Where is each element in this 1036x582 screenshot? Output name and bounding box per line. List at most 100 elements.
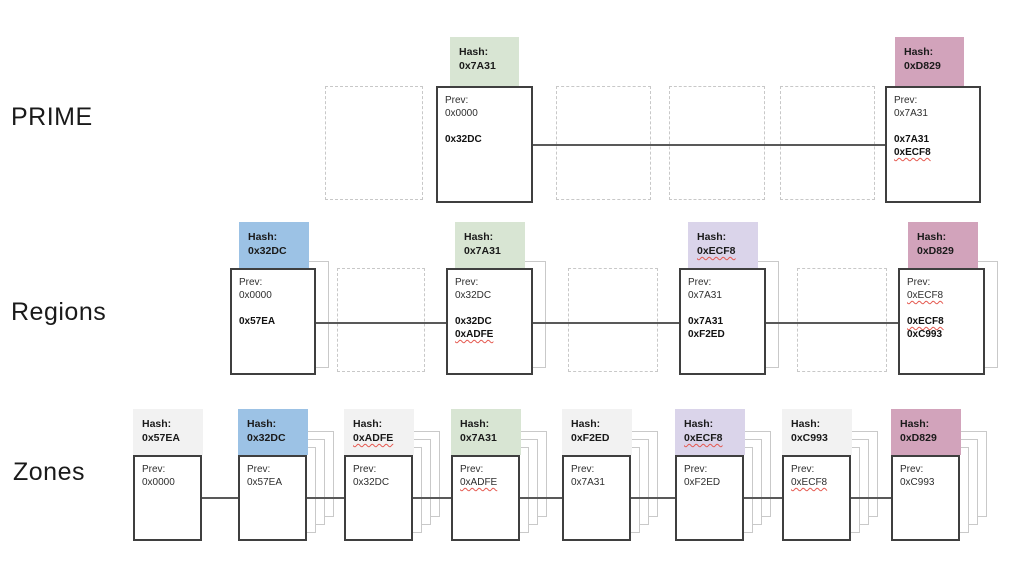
prev-value: 0x57EA xyxy=(247,477,283,488)
chain-connector-line xyxy=(533,322,679,324)
hash-tag: Hash: 0xD829 xyxy=(895,37,964,86)
hash-tag: Hash: 0xD829 xyxy=(908,222,978,268)
prev-value: 0x32DC xyxy=(455,290,492,301)
hash-tag: Hash: 0x7A31 xyxy=(450,37,519,86)
prev-value: 0x7A31 xyxy=(688,290,722,301)
prev-value: 0xC993 xyxy=(900,477,935,488)
hash-value: 0xD829 xyxy=(917,245,954,257)
row-label-prime: PRIME xyxy=(11,103,93,131)
hash-pointer-value: 0x57EA xyxy=(239,316,276,327)
hash-tag: Hash: 0xF2ED xyxy=(562,409,632,455)
hash-value: 0x7A31 xyxy=(459,60,496,72)
prev-label: Prev: xyxy=(684,464,708,475)
prev-value: 0x32DC xyxy=(353,477,390,488)
prev-label: Prev: xyxy=(239,277,263,288)
prev-label: Prev: xyxy=(791,464,815,475)
chain-connector-line xyxy=(851,497,891,499)
block: Prev:0x57EA xyxy=(238,455,307,541)
block: Prev: 0x0000 0x57EA xyxy=(230,268,316,375)
hash-value: 0x32DC xyxy=(248,245,287,257)
hash-label: Hash: xyxy=(459,46,489,58)
spacer xyxy=(445,120,527,133)
spacer xyxy=(894,120,975,133)
hash-pointer-value: 0x7A31 xyxy=(894,134,930,145)
prev-value: 0xADFE xyxy=(460,477,498,488)
block: Prev: 0x32DC 0x32DC 0xADFE xyxy=(446,268,533,375)
hash-label: Hash: xyxy=(353,418,383,430)
hash-label: Hash: xyxy=(248,231,278,243)
block: Prev: 0xADFE xyxy=(451,455,520,541)
hash-pointer-value: 0xECF8 xyxy=(894,147,931,158)
block: Prev: 0x0000 xyxy=(133,455,202,541)
placeholder-box xyxy=(797,268,887,372)
hash-label: Hash: xyxy=(684,418,714,430)
hash-tag: Hash:0x32DC xyxy=(238,409,308,455)
hash-tag: Hash: 0x7A31 xyxy=(455,222,525,268)
prev-value: 0xECF8 xyxy=(907,290,944,301)
hash-tag: Hash:0x7A31 xyxy=(451,409,521,455)
prev-label: Prev: xyxy=(455,277,479,288)
hash-pointer-value: 0xADFE xyxy=(455,329,494,340)
hash-pointer-value: 0xC993 xyxy=(907,329,943,340)
prev-value: 0x0000 xyxy=(142,477,175,488)
placeholder-box xyxy=(325,86,423,200)
chain-connector-line xyxy=(742,497,782,499)
hash-label: Hash: xyxy=(142,418,172,430)
hash-label: Hash: xyxy=(900,418,930,430)
spacer xyxy=(688,302,760,315)
row-label-regions: Regions xyxy=(11,298,107,326)
hash-pointer-value: 0x7A31 xyxy=(688,316,724,327)
hash-value: 0x32DC xyxy=(247,432,286,444)
hash-tag: Hash: 0x32DC xyxy=(239,222,309,268)
block: Prev: 0xECF8 xyxy=(782,455,851,541)
block: Prev:0x7A31 xyxy=(562,455,631,541)
hash-label: Hash: xyxy=(791,418,821,430)
prev-value: 0x0000 xyxy=(239,290,272,301)
block: Prev: 0xC993 xyxy=(891,455,960,541)
chain-connector-line xyxy=(307,497,344,499)
hash-tag: Hash: 0xADFE xyxy=(344,409,414,455)
chain-connector-line xyxy=(413,497,451,499)
hash-label: Hash: xyxy=(904,46,934,58)
hash-value: 0xECF8 xyxy=(697,245,736,257)
hash-value: 0x7A31 xyxy=(464,245,501,257)
prev-label: Prev: xyxy=(142,464,166,475)
prev-label: Prev: xyxy=(353,464,377,475)
row-label-zones: Zones xyxy=(13,458,85,486)
hash-label: Hash: xyxy=(571,418,601,430)
chain-connector-line xyxy=(631,497,675,499)
chain-connector-line xyxy=(766,322,898,324)
hash-value: 0xADFE xyxy=(353,432,394,444)
hash-value: 0x57EA xyxy=(142,432,180,444)
prev-label: Prev: xyxy=(907,277,931,288)
prev-label: Prev: xyxy=(460,464,484,475)
placeholder-box xyxy=(556,86,651,200)
prev-value: 0x7A31 xyxy=(571,477,605,488)
hash-tag: Hash: 0x57EA xyxy=(133,409,203,455)
placeholder-box xyxy=(780,86,875,200)
hash-value: 0xD829 xyxy=(900,432,937,444)
block: Prev: 0xF2ED xyxy=(675,455,744,541)
spacer xyxy=(455,302,527,315)
chain-connector-line xyxy=(202,497,238,499)
prev-value: 0xECF8 xyxy=(791,477,828,488)
prev-label: Prev: xyxy=(900,464,924,475)
spacer xyxy=(907,302,979,315)
hash-value: 0xC993 xyxy=(791,432,828,444)
hash-value: 0xD829 xyxy=(904,60,941,72)
hash-tag: Hash:0xECF8 xyxy=(675,409,745,455)
chain-connector-line xyxy=(533,144,885,146)
chain-connector-line xyxy=(520,497,562,499)
prev-value: 0x7A31 xyxy=(894,108,928,119)
hash-tag: Hash:0xECF8 xyxy=(688,222,758,268)
hash-pointer-value: 0x32DC xyxy=(455,316,492,327)
hash-label: Hash: xyxy=(464,231,494,243)
spacer xyxy=(239,302,310,315)
hash-label: Hash: xyxy=(917,231,947,243)
hash-value: 0xF2ED xyxy=(571,432,610,444)
prev-value: 0xF2ED xyxy=(684,477,721,488)
